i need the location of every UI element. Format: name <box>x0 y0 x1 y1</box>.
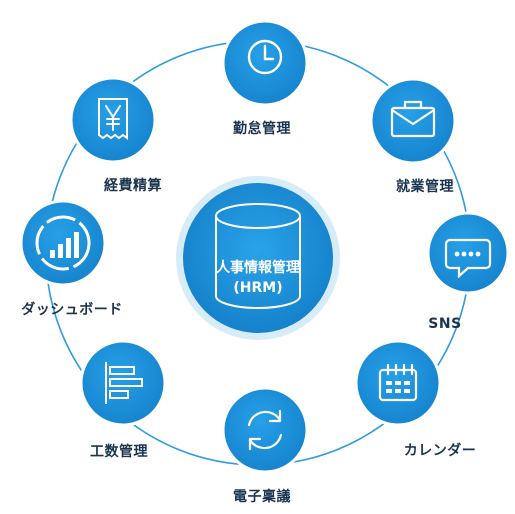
label-attendance: 勤怠管理 <box>233 121 291 137</box>
node-calendar[interactable] <box>354 339 442 427</box>
hub: 人事情報管理 (HRM) <box>176 176 340 340</box>
label-work: 就業管理 <box>396 179 454 195</box>
briefcase-icon <box>390 100 436 138</box>
hub-circle <box>183 183 333 333</box>
label-calendar: カレンダー <box>403 443 477 459</box>
hub-title: 人事情報管理 <box>216 259 300 276</box>
hub-subtitle: (HRM) <box>233 280 282 296</box>
database-icon <box>215 203 301 309</box>
chat-bubble-icon <box>444 238 492 279</box>
clock-icon <box>247 39 283 75</box>
node-attendance[interactable] <box>221 19 309 107</box>
node-sns[interactable] <box>426 211 510 295</box>
node-expense[interactable] <box>69 76 157 164</box>
label-sns: SNS <box>428 316 462 332</box>
node-work[interactable] <box>369 77 457 165</box>
yen-receipt-icon <box>98 98 128 140</box>
node-dashboard[interactable] <box>19 199 107 287</box>
label-manhour: 工数管理 <box>90 444 148 460</box>
gantt-chart-icon <box>105 362 143 404</box>
dashboard-chart-icon <box>35 215 91 271</box>
node-manhour[interactable] <box>79 339 167 427</box>
refresh-cycle-icon <box>247 409 283 451</box>
calendar-icon <box>378 363 418 402</box>
label-expense: 経費精算 <box>104 178 162 194</box>
label-dashboard: ダッシュボード <box>21 302 123 318</box>
label-approval: 電子稟議 <box>233 489 291 505</box>
node-approval[interactable] <box>221 386 309 474</box>
